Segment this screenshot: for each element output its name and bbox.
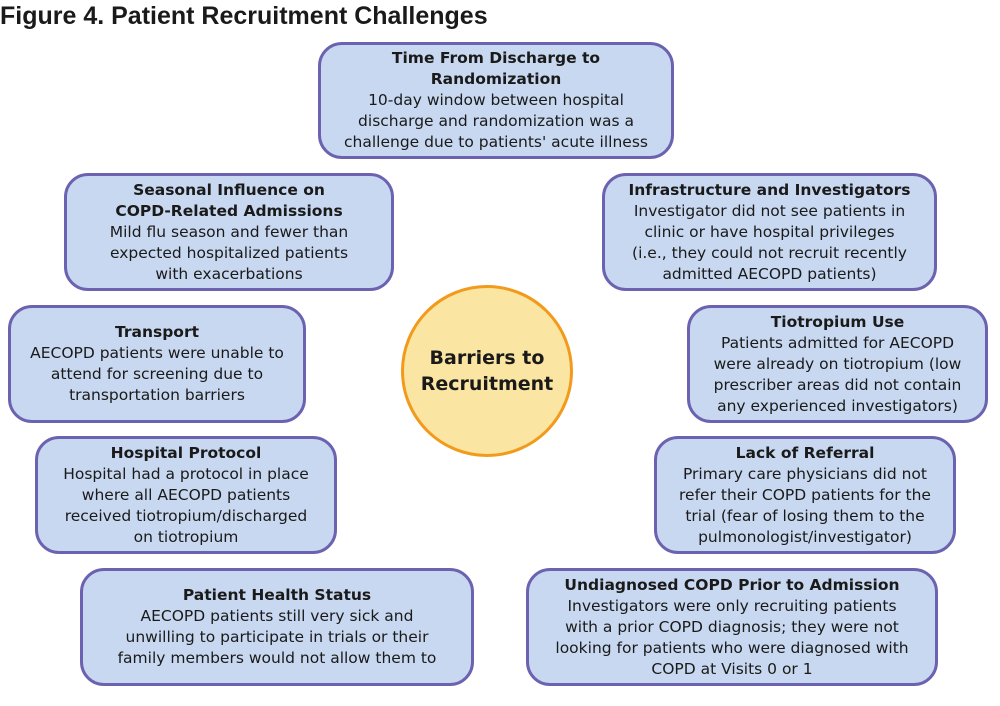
discharge-line-2: discharge and randomization was a <box>358 112 634 130</box>
protocol-box: Hospital Protocol Hospital had a protoco… <box>35 436 337 554</box>
infrastructure-line-4: admitted AECOPD patients) <box>662 264 877 283</box>
protocol-line-3: received tiotropium/discharged <box>64 506 308 525</box>
referral-line-1: Primary care physicians did not <box>682 464 927 483</box>
discharge-line-3: challenge due to patients' acute illness <box>344 133 648 151</box>
seasonal-title-line-1: Seasonal Influence on <box>133 180 325 199</box>
protocol-line-4: on tiotropium <box>133 527 239 546</box>
transport-title: Transport <box>114 323 200 341</box>
health-line-3: family members would not allow them to <box>117 649 437 667</box>
health-line-2: unwilling to participate in trials or th… <box>125 628 429 646</box>
seasonal-line-3: with exacerbations <box>155 264 303 283</box>
tiotropium-box: Tiotropium Use Patients admitted for AEC… <box>687 305 988 423</box>
seasonal-box: Seasonal Influence on COPD-Related Admis… <box>64 173 394 291</box>
infrastructure-line-3: (i.e., they could not recruit recently <box>632 243 907 262</box>
referral-line-4: pulmonologist/investigator) <box>698 527 912 546</box>
seasonal-title-line-2: COPD-Related Admissions <box>115 201 343 220</box>
referral-box: Lack of Referral Primary care physicians… <box>654 436 956 554</box>
transport-line-2: attend for screening due to <box>50 365 264 383</box>
tiotropium-line-2: were already on tiotropium (low <box>713 354 962 373</box>
tiotropium-line-4: any experienced investigators) <box>717 396 958 415</box>
discharge-title: Time From Discharge to Randomization <box>391 49 601 88</box>
tiotropium-title: Tiotropium Use <box>770 312 905 331</box>
transport-box: Transport AECOPD patients were unable to… <box>8 305 306 423</box>
undiagnosed-line-4: COPD at Visits 0 or 1 <box>651 659 813 678</box>
undiagnosed-box: Undiagnosed COPD Prior to Admission Inve… <box>526 568 938 686</box>
health-title: Patient Health Status <box>182 586 372 604</box>
undiagnosed-line-2: with a prior COPD diagnosis; they were n… <box>565 617 899 636</box>
infrastructure-title: Infrastructure and Investigators <box>628 180 911 199</box>
barriers-hub: Barriers to Recruitment <box>401 285 573 457</box>
figure-title: Figure 4. Patient Recruitment Challenges <box>0 2 488 30</box>
transport-line-1: AECOPD patients were unable to <box>30 344 284 362</box>
health-box: Patient Health Status AECOPD patients st… <box>80 568 474 686</box>
infrastructure-line-1: Investigator did not see patients in <box>633 201 906 220</box>
protocol-line-1: Hospital had a protocol in place <box>63 464 309 483</box>
tiotropium-line-1: Patients admitted for AECOPD <box>720 333 955 352</box>
referral-title: Lack of Referral <box>735 443 875 462</box>
protocol-line-2: where all AECOPD patients <box>81 485 291 504</box>
discharge-box: Time From Discharge to Randomization 10-… <box>318 42 674 159</box>
tiotropium-line-3: prescriber areas did not contain <box>713 375 962 394</box>
protocol-title: Hospital Protocol <box>110 443 262 462</box>
hub-label-line-1: Barriers to <box>429 347 545 369</box>
undiagnosed-line-1: Investigators were only recruiting patie… <box>567 596 897 615</box>
seasonal-line-1: Mild flu season and fewer than <box>109 222 349 241</box>
hub-label-line-2: Recruitment <box>420 373 554 395</box>
undiagnosed-line-3: looking for patients who were diagnosed … <box>555 638 909 657</box>
seasonal-line-2: expected hospitalized patients <box>109 243 349 262</box>
transport-line-3: transportation barriers <box>69 386 245 404</box>
undiagnosed-title: Undiagnosed COPD Prior to Admission <box>564 575 900 594</box>
health-line-1: AECOPD patients still very sick and <box>140 607 414 625</box>
infrastructure-line-2: clinic or have hospital privileges <box>644 222 895 241</box>
referral-line-3: trial (fear of losing them to the <box>685 506 925 525</box>
discharge-line-1: 10-day window between hospital <box>368 91 624 109</box>
infrastructure-box: Infrastructure and Investigators Investi… <box>602 173 937 291</box>
referral-line-2: refer their COPD patients for the <box>679 485 931 504</box>
